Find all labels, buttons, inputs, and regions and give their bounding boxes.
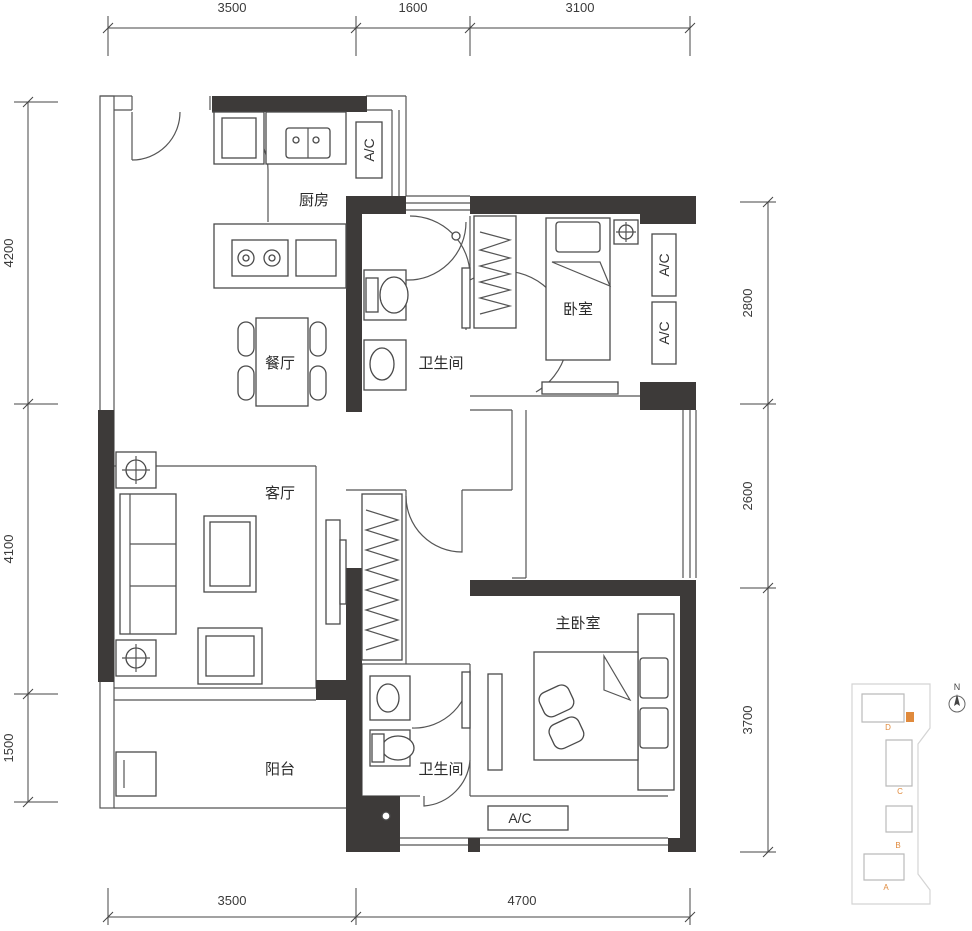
master-door-leaf [461, 671, 471, 729]
north-label: N [954, 682, 961, 692]
ac-label-master: A/C [508, 810, 531, 826]
washing-machine [115, 751, 157, 797]
room-label-living: 客厅 [265, 484, 295, 502]
key-plan: D C B A N [851, 682, 966, 905]
wall-master-top [470, 580, 696, 596]
wall-center-lower [346, 568, 362, 664]
corridor-door [405, 490, 463, 553]
ac-label-bedroom-2: A/C [656, 321, 672, 344]
ac-unit-bedroom-2 [651, 301, 677, 365]
dining-chair [237, 365, 255, 401]
ac-unit-kitchen [355, 121, 383, 179]
dim-right-2: 2600 [740, 482, 755, 511]
room-label-master: 主卧室 [555, 614, 600, 632]
wall-central-column [346, 196, 362, 412]
key-plan-highlight [906, 712, 914, 722]
wall-master-right [680, 580, 696, 852]
key-plan-site-outline [851, 683, 931, 905]
dining-chair [237, 321, 255, 357]
wall-living-left [98, 410, 114, 682]
dim-left-1: 4200 [1, 239, 16, 268]
key-plan-block-b: B [895, 841, 900, 850]
room-label-kitchen: 厨房 [299, 191, 329, 209]
bedroom-desk [541, 381, 619, 395]
dim-top-3: 3100 [566, 0, 595, 15]
key-plan-block-a: A [883, 883, 889, 892]
room-label-bathroom-2: 卫生间 [418, 760, 463, 778]
room-label-bedroom: 卧室 [563, 300, 593, 318]
wall-bottom-right [668, 838, 696, 852]
dim-right-1: 2800 [740, 289, 755, 318]
wall-kitchen-corner [346, 196, 406, 214]
dining-chair [309, 321, 327, 357]
oven-icon [295, 239, 337, 277]
ac-label-kitchen: A/C [361, 138, 377, 161]
dining-chair [309, 365, 327, 401]
ac-unit-master [487, 805, 569, 831]
tv-cabinet [325, 519, 341, 625]
key-plan-block-d: D [885, 723, 891, 732]
thin-walls [99, 95, 697, 846]
master-closet [487, 673, 503, 771]
wardrobe-corridor [361, 493, 403, 661]
structural-walls [98, 96, 696, 852]
dim-bottom-1: 3500 [218, 893, 247, 908]
entry-door [131, 111, 181, 161]
bath1-door-b [405, 221, 467, 281]
furniture [115, 111, 677, 831]
dim-top-2: 1600 [399, 0, 428, 15]
wall-bedroom-top [470, 196, 696, 214]
dim-top-1: 3500 [218, 0, 247, 15]
dining-table [255, 317, 309, 407]
wall-bedroom-topright [640, 196, 696, 224]
sofa [119, 493, 177, 635]
dim-right-3: 3700 [740, 706, 755, 735]
dim-left-3: 1500 [1, 734, 16, 763]
wall-bath2-left [346, 664, 362, 852]
room-label-dining: 餐厅 [265, 354, 295, 372]
room-label-balcony: 阳台 [265, 760, 295, 778]
ac-label-bedroom-1: A/C [656, 253, 672, 276]
ac-labels: A/C A/C A/C A/C [361, 138, 672, 826]
master-nightstand-column [637, 613, 675, 791]
room-label-bathroom-1: 卫生间 [418, 354, 463, 372]
wall-bedroom-bottomright [640, 382, 696, 410]
wardrobe-bedroom [473, 215, 517, 329]
floor-drain-icon [451, 231, 461, 241]
key-plan-block-c: C [897, 787, 903, 796]
bath2-door-lower [423, 759, 471, 807]
wall-kitchen-top [212, 96, 367, 112]
dim-left-2: 4100 [1, 535, 16, 564]
room-labels: 厨房 卧室 卫生间 餐厅 客厅 主卧室 卫生间 阳台 [265, 191, 601, 778]
bath2-door [411, 669, 471, 729]
dimension-labels: 3500 1600 3100 3500 4700 4200 4100 1500 … [1, 0, 755, 908]
ac-unit-bedroom-1 [651, 233, 677, 297]
floor-drain-icon-2 [381, 811, 391, 821]
dim-bottom-2: 4700 [508, 893, 537, 908]
wall-bottom-mid [468, 838, 480, 852]
dimension-lines [14, 16, 776, 925]
